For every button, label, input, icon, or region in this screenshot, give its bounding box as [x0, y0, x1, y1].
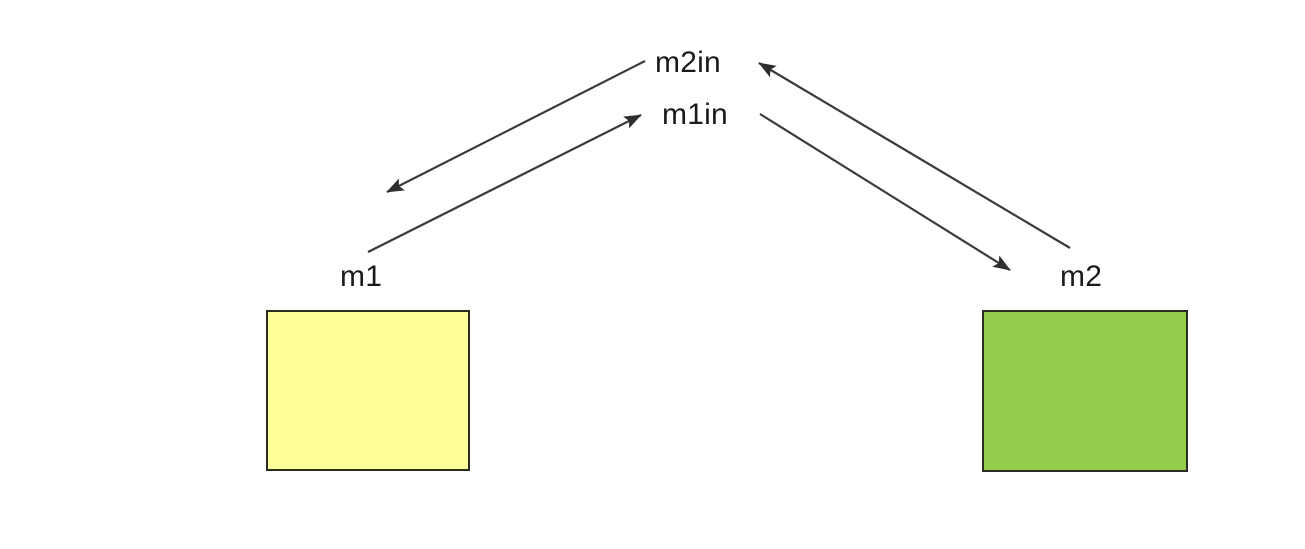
- node-label-m2: m2: [1060, 260, 1103, 293]
- edge-m1in-to-m2: [759, 113, 1011, 271]
- edge-m2-to-m2in: [758, 62, 1071, 249]
- node-box-m2[interactable]: [982, 310, 1188, 472]
- edge-m1-to-m1in: [367, 114, 642, 253]
- edge-m2in-to-m1: [386, 60, 646, 193]
- node-label-m1: m1: [340, 260, 383, 293]
- port-label-m2in: m2in: [655, 46, 721, 79]
- node-box-m1[interactable]: [266, 310, 470, 471]
- port-label-m1in: m1in: [662, 98, 728, 131]
